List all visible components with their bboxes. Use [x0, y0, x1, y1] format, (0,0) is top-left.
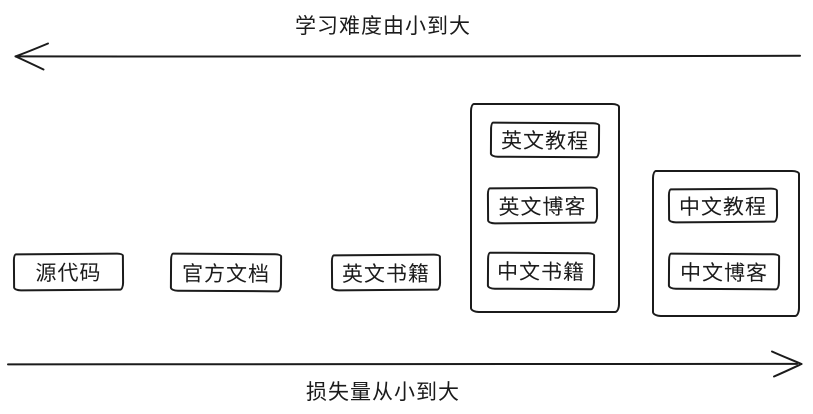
group-english-resources: 英文教程 英文博客 中文书籍: [470, 103, 620, 313]
top-axis-label: 学习难度由小到大: [295, 15, 471, 38]
box-label: 中文书籍: [496, 260, 586, 285]
bottom-axis-label: 损失量从小到大: [306, 381, 460, 404]
box-chinese-tutorials: 中文教程: [667, 187, 779, 224]
box-chinese-books: 中文书籍: [486, 251, 596, 291]
box-source-code: 源代码: [12, 252, 125, 292]
box-label: 源代码: [35, 261, 102, 286]
box-label: 英文书籍: [341, 262, 431, 286]
box-chinese-blogs: 中文博客: [667, 252, 781, 291]
right-arrow: [7, 350, 803, 378]
box-english-books: 英文书籍: [330, 253, 442, 292]
box-label: 官方文档: [181, 262, 271, 286]
box-label: 中文教程: [678, 195, 768, 219]
group-chinese-resources: 中文教程 中文博客: [652, 170, 800, 317]
box-official-docs: 官方文档: [169, 252, 283, 293]
left-arrow: [14, 42, 801, 71]
box-label: 英文博客: [498, 195, 587, 219]
box-english-blogs: 英文博客: [486, 186, 599, 225]
box-label: 中文博客: [679, 261, 769, 285]
box-english-tutorials: 英文教程: [489, 121, 601, 159]
box-label: 英文教程: [500, 129, 590, 154]
